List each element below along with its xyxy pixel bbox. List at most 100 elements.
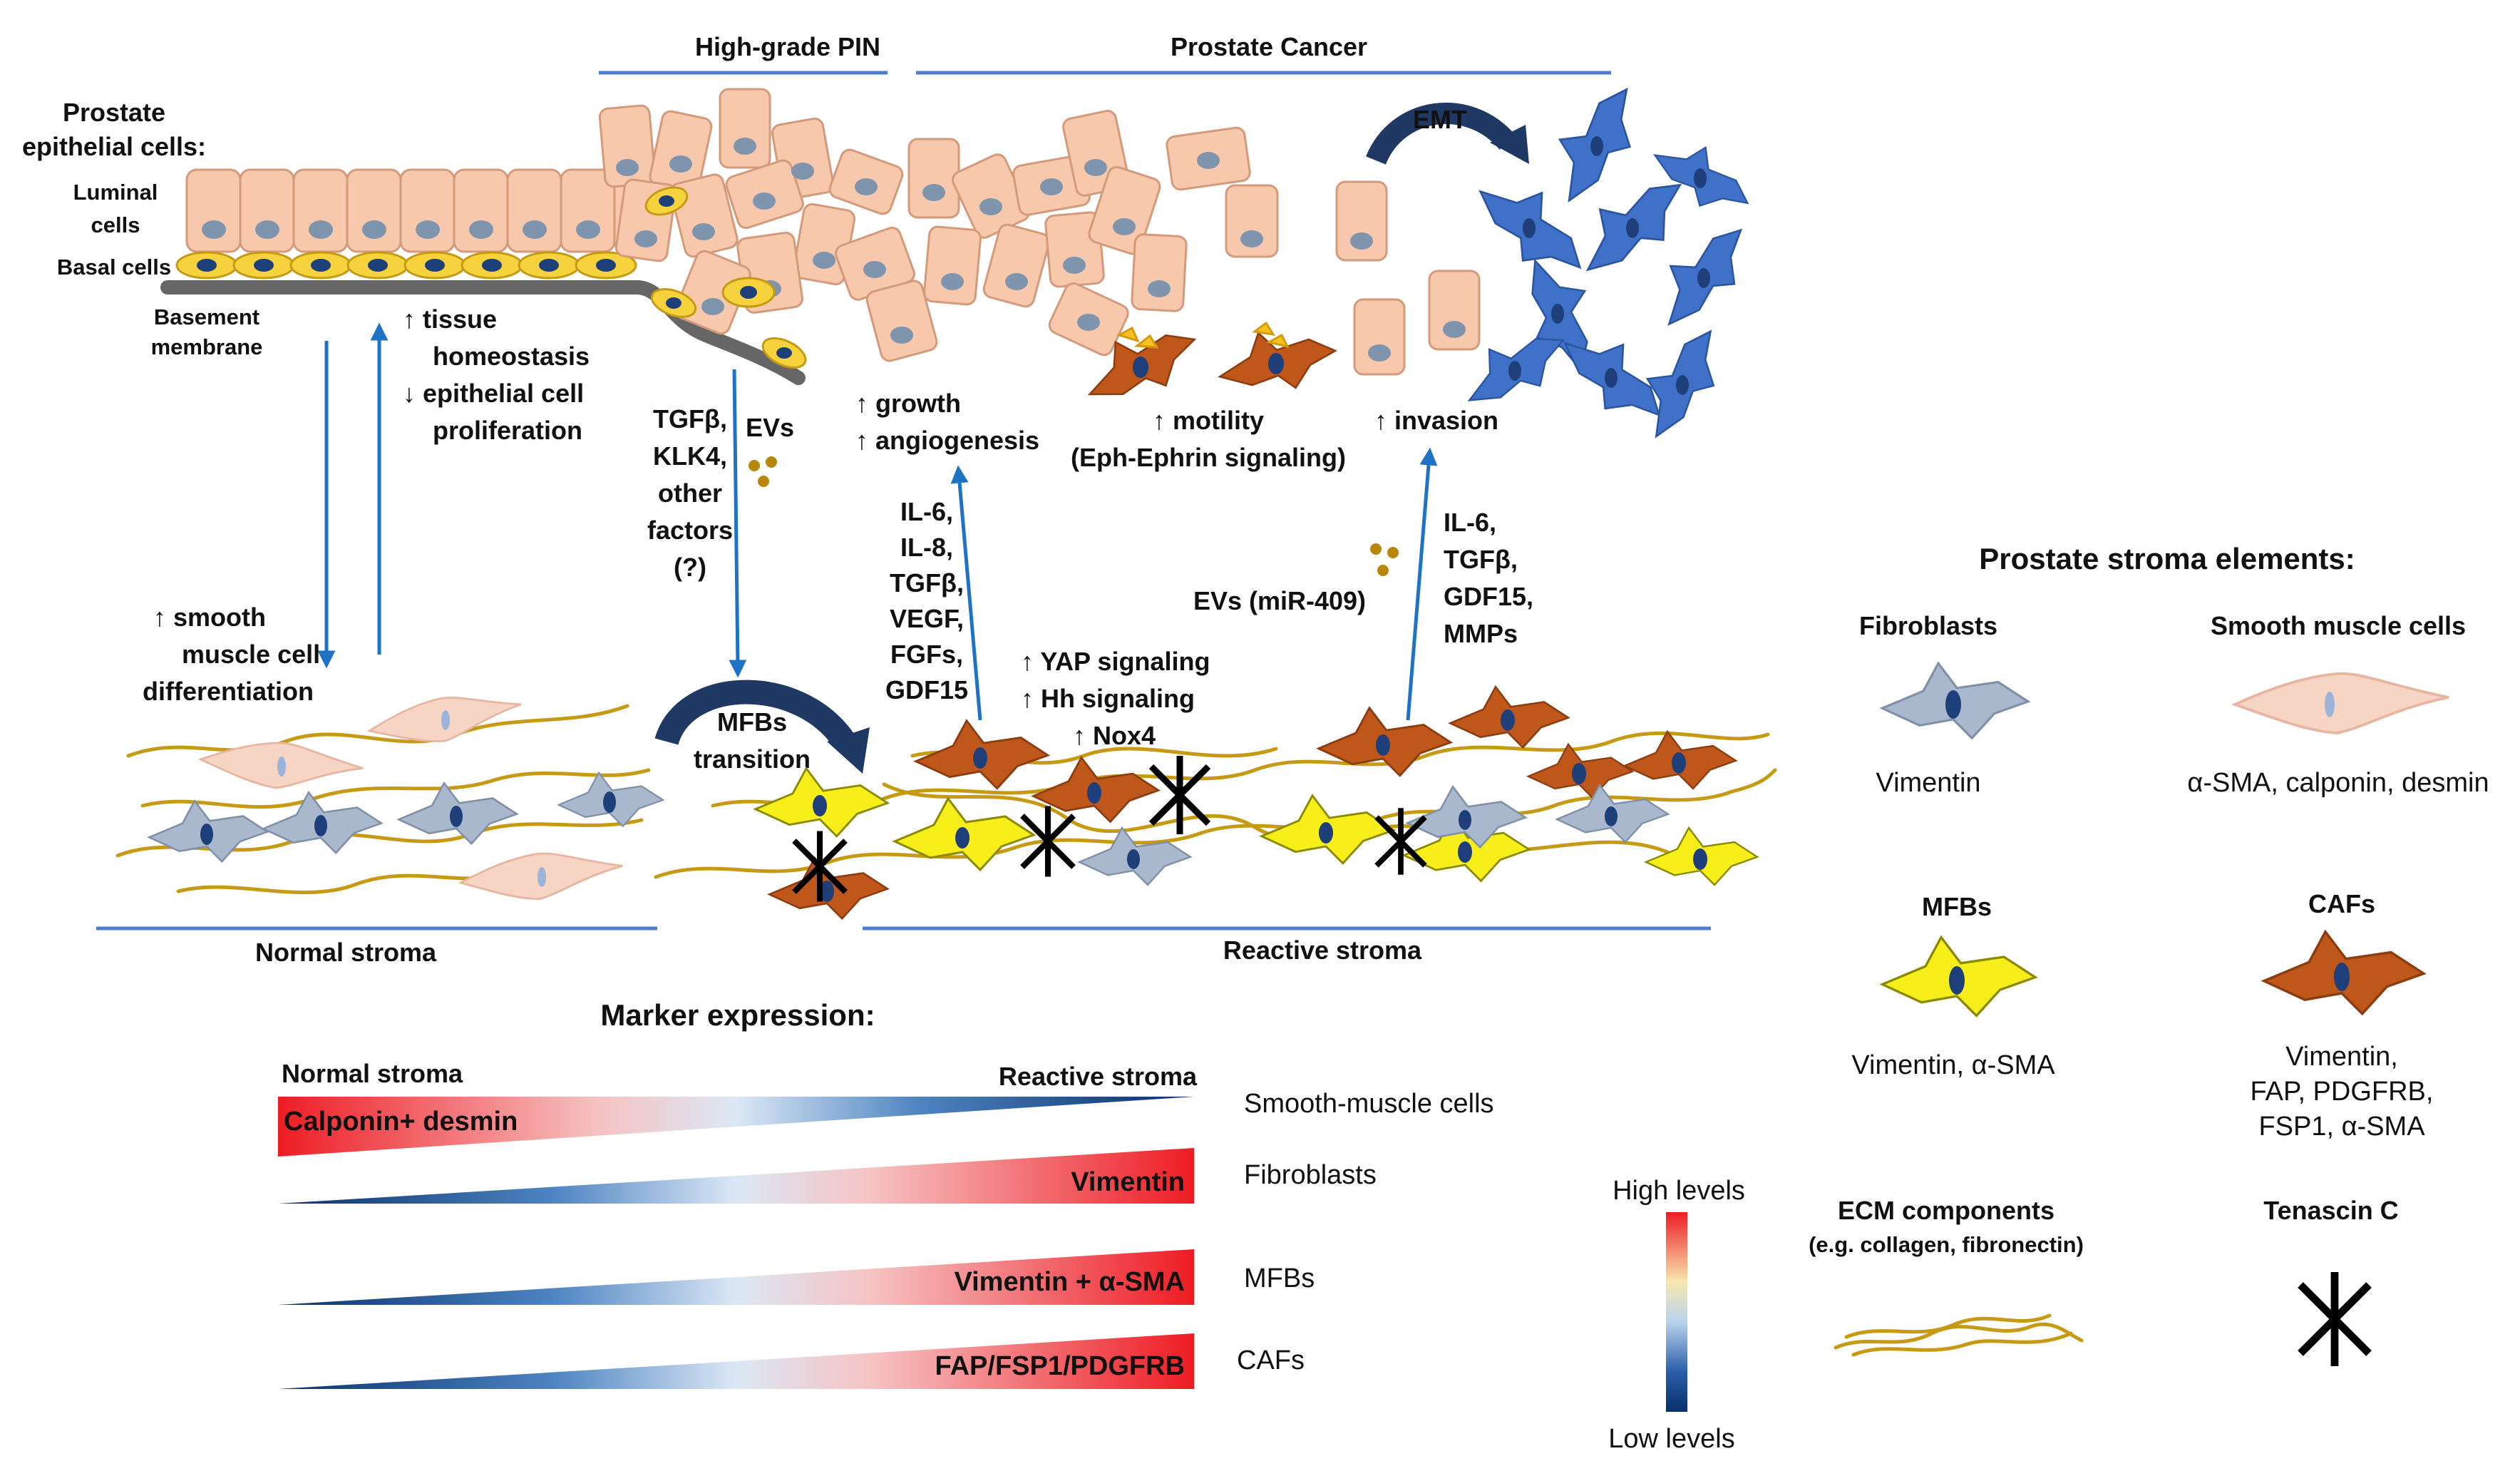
marker-bar-text-2: Vimentin [1071,1167,1185,1197]
prostate-cancer-label: Prostate Cancer [1171,32,1367,61]
signaling-line2: ↑ Hh signaling [1021,684,1195,713]
legend-cafs-marker-line3: FSP1, α-SMA [2258,1112,2425,1142]
marker-normal-label: Normal stroma [282,1059,463,1088]
smooth-line1: ↑ smooth [153,603,266,632]
mfbs-transition-line2: transition [694,744,811,774]
legend-smooth-muscle-label: Smooth muscle cells [2211,611,2466,640]
cytokines-line4: VEGF, [890,604,964,633]
marker-row-mfbs: Vimentin + α-SMA MFBs [278,1249,1315,1305]
cytokines-line1: IL-6, [900,497,953,526]
pin-cell-cluster [598,88,1481,376]
signaling-line1: ↑ YAP signaling [1021,647,1210,676]
marker-row-smooth-muscle: Calponin+ desmin Smooth-muscle cells [278,1089,1494,1157]
pin-basal-cells [644,186,807,369]
legend-ecm-sub: (e.g. collagen, fibronectin) [1809,1232,2084,1257]
stroma-labels: Normal stroma Reactive stroma [96,926,1711,967]
factors-line5: (?) [674,553,706,582]
header: High-grade PIN Prostate Cancer [599,32,1611,75]
luminal-cells [185,168,669,253]
arrow-up-growth [950,465,982,721]
marker-row-cafs: FAP/FSP1/PDGFRB CAFs [278,1333,1305,1389]
marker-title: Marker expression: [600,998,875,1032]
marker-bar-text-1: Calponin+ desmin [284,1107,518,1137]
luminal-cell-row [185,168,669,253]
growth-line2: ↑ angiogenesis [855,426,1039,455]
invasion-factors-line4: MMPs [1444,619,1518,648]
arrow-up-invasion [1406,447,1438,721]
cytokines-line6: GDF15 [885,675,968,704]
normal-stroma-label: Normal stroma [255,938,437,967]
legend-mfbs-marker: Vimentin, α-SMA [1851,1050,2055,1080]
reactive-stroma-label: Reactive stroma [1223,936,1422,965]
factors-line4: factors [647,516,733,545]
marker-category-4: CAFs [1237,1345,1305,1375]
evs-mir-label: EVs (miR-409) [1193,586,1366,615]
level-scale: High levels Low levels [1608,1176,1745,1454]
legend-cafs-label: CAFs [2308,889,2375,918]
legend: Prostate stroma elements: Fibroblasts Vi… [1809,542,2489,1366]
legend-cafs-marker-line2: FAP, PDGFRB, [2251,1077,2434,1107]
legend-mfbs-label: MFBs [1922,892,1992,921]
high-grade-pin-label: High-grade PIN [695,32,880,61]
reactive-stroma-cells [754,685,1759,920]
marker-category-2: Fibroblasts [1244,1160,1377,1190]
cytokines-line2: IL-8, [900,533,953,562]
cytokines-line5: FGFs, [890,640,963,669]
tissue-line3: ↓ epithelial cell [403,379,584,408]
basal-label: Basal cells [57,255,171,280]
legend-title: Prostate stroma elements: [1979,542,2355,575]
epithelium-labels: Prostate epithelial cells: Luminal cells… [22,98,262,359]
marker-bar-text-4: FAP/FSP1/PDGFRB [935,1351,1186,1381]
basement-label-line1: Basement [154,304,259,329]
arrow-down-factors [729,369,747,678]
smooth-line3: differentiation [143,677,314,706]
caf-cells-epithelial [1073,310,1342,418]
legend-smooth-muscle-cell [2233,672,2450,734]
growth-line1: ↑ growth [855,389,961,418]
marker-row-fibroblasts: Vimentin Fibroblasts [278,1148,1377,1204]
invasion-factors-line3: GDF15, [1444,582,1533,611]
invasion-factors-line2: TGFβ, [1444,545,1518,574]
luminal-label-line1: Luminal [73,180,158,205]
emt-arrow: EMT [1366,103,1529,165]
legend-ecm-label: ECM components [1838,1196,2054,1225]
tissue-line2: homeostasis [433,342,590,371]
emt-label: EMT [1413,105,1467,134]
epithelial-title-line1: Prostate [63,98,165,127]
signal-arrows [317,322,1438,721]
evs-label: EVs [746,413,794,442]
invasion-factors-line1: IL-6, [1444,508,1496,537]
annotation-texts: ↑ tissue homeostasis ↓ epithelial cell p… [143,304,1533,750]
epithelial-title-line2: epithelial cells: [22,132,206,161]
marker-bar-text-3: Vimentin + α-SMA [954,1267,1185,1297]
mfbs-transition-arrow: MFBs transition [654,680,870,774]
smooth-line2: muscle cell [182,640,320,669]
normal-stroma-cells [148,686,664,906]
ev-dots [749,456,1399,576]
legend-cafs-marker-line1: Vimentin, [2285,1042,2398,1072]
marker-category-1: Smooth-muscle cells [1244,1089,1494,1119]
invasion-label: ↑ invasion [1374,406,1498,435]
scale-high-label: High levels [1613,1176,1745,1206]
signaling-line3: ↑ Nox4 [1073,721,1156,750]
motility-line1: ↑ motility [1153,406,1264,435]
motility-line2: (Eph-Ephrin signaling) [1071,443,1346,472]
marker-category-3: MFBs [1244,1263,1315,1293]
basement-label-line2: membrane [151,334,263,359]
basal-cell-row [175,251,637,280]
legend-tenascin-symbol [2288,1272,2382,1366]
mfbs-transition-line1: MFBs [717,707,787,737]
marker-expression: Marker expression: Normal stroma Reactiv… [278,998,1494,1389]
legend-fibroblasts-marker: Vimentin [1876,768,1980,798]
legend-smooth-muscle-marker: α-SMA, calponin, desmin [2187,768,2489,798]
tissue-line1: ↑ tissue [403,304,497,334]
luminal-label-line2: cells [91,212,140,237]
legend-fibroblasts-label: Fibroblasts [1859,611,1997,640]
legend-tenascin-label: Tenascin C [2263,1196,2398,1225]
marker-reactive-label: Reactive stroma [999,1062,1198,1091]
emt-cell-nuclei [1508,136,1710,395]
cytokines-line3: TGFβ, [890,568,964,598]
tissue-line4: proliferation [433,416,582,445]
scale-bar [1666,1212,1687,1412]
factors-line2: KLK4, [653,441,727,471]
